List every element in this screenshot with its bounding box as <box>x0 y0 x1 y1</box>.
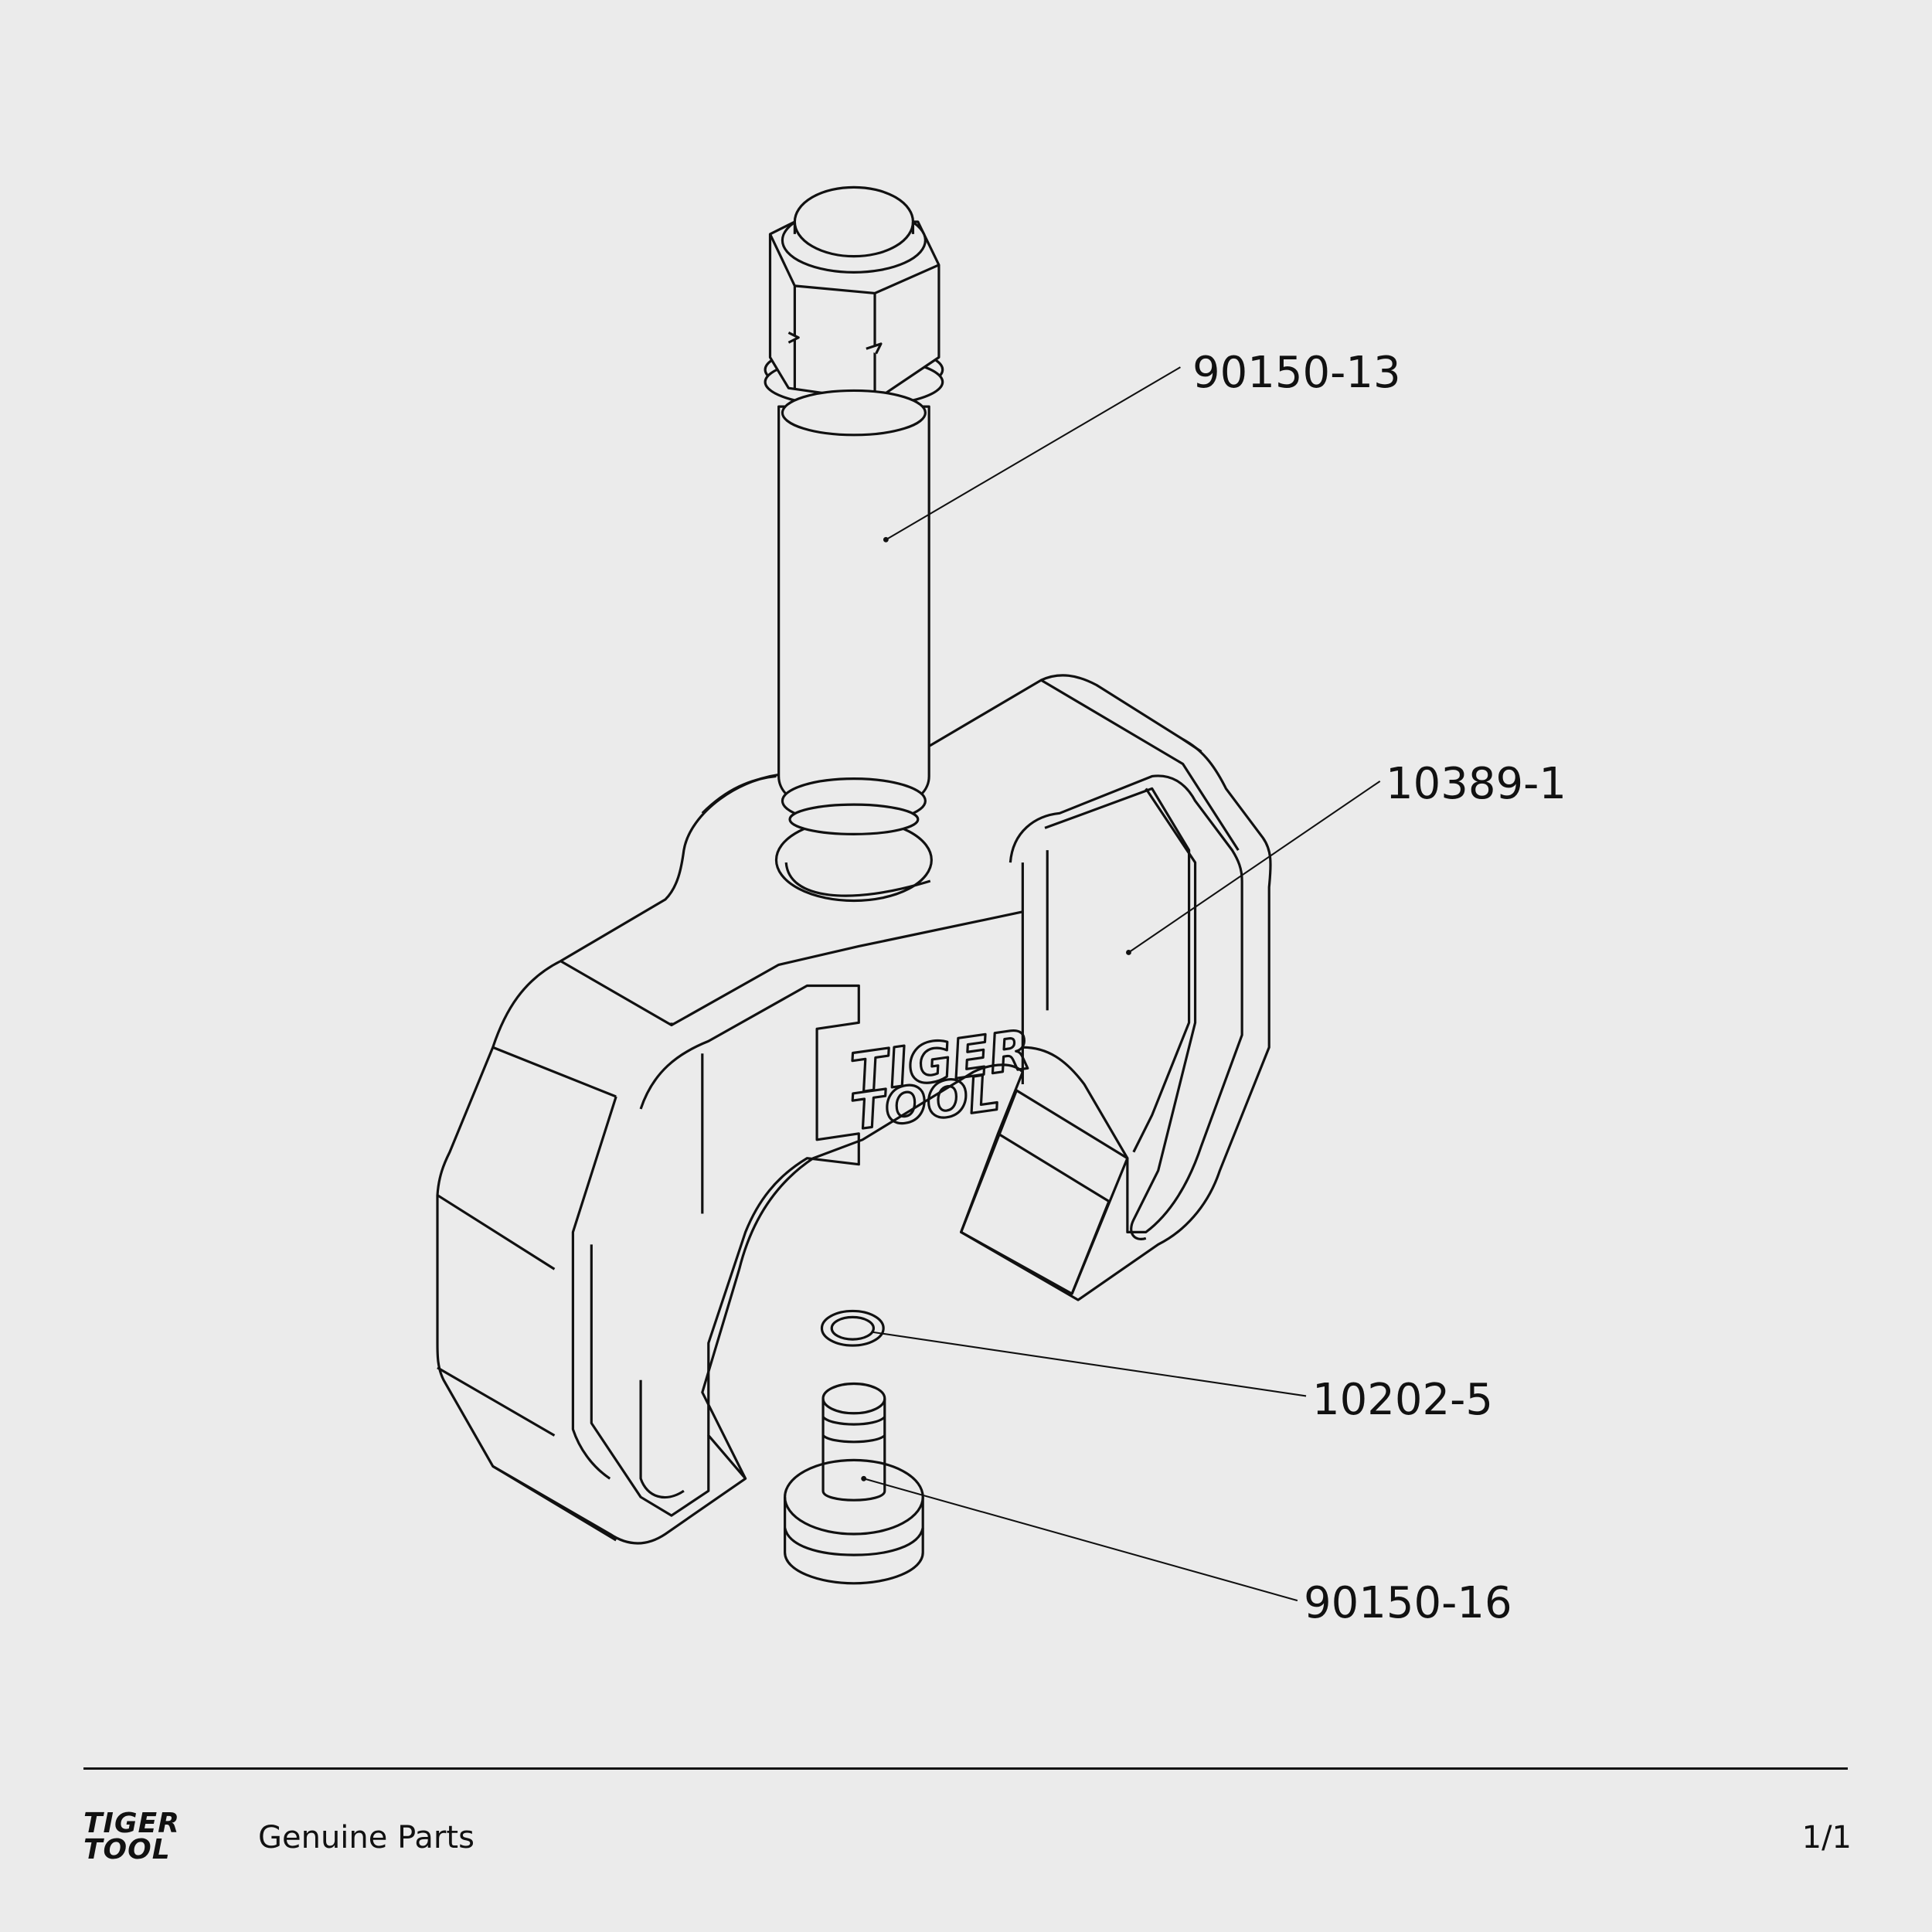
c-frame-10389-1: TIGER TOOL <box>436 674 1272 1545</box>
adapter-90150-16 <box>784 1382 924 1585</box>
part-label-10389-1: 10389-1 <box>1386 759 1566 809</box>
part-label-10202-5: 10202-5 <box>1312 1375 1493 1425</box>
leader-lines <box>861 366 1381 1602</box>
leader-10389-1 <box>1128 780 1381 954</box>
footer-divider <box>83 1767 1848 1770</box>
forcing-screw-90150-13 <box>764 185 944 835</box>
leader-90150-16 <box>863 1478 1298 1602</box>
leader-10202-5 <box>871 1331 1307 1397</box>
leader-90150-13 <box>885 366 1181 541</box>
o-ring-10202-5 <box>820 1309 885 1347</box>
part-label-90150-16: 90150-16 <box>1304 1578 1512 1628</box>
part-label-90150-13: 90150-13 <box>1192 348 1401 398</box>
footer-tagline: Genuine Parts <box>258 1820 474 1855</box>
page-number: 1/1 <box>1801 1820 1852 1855</box>
